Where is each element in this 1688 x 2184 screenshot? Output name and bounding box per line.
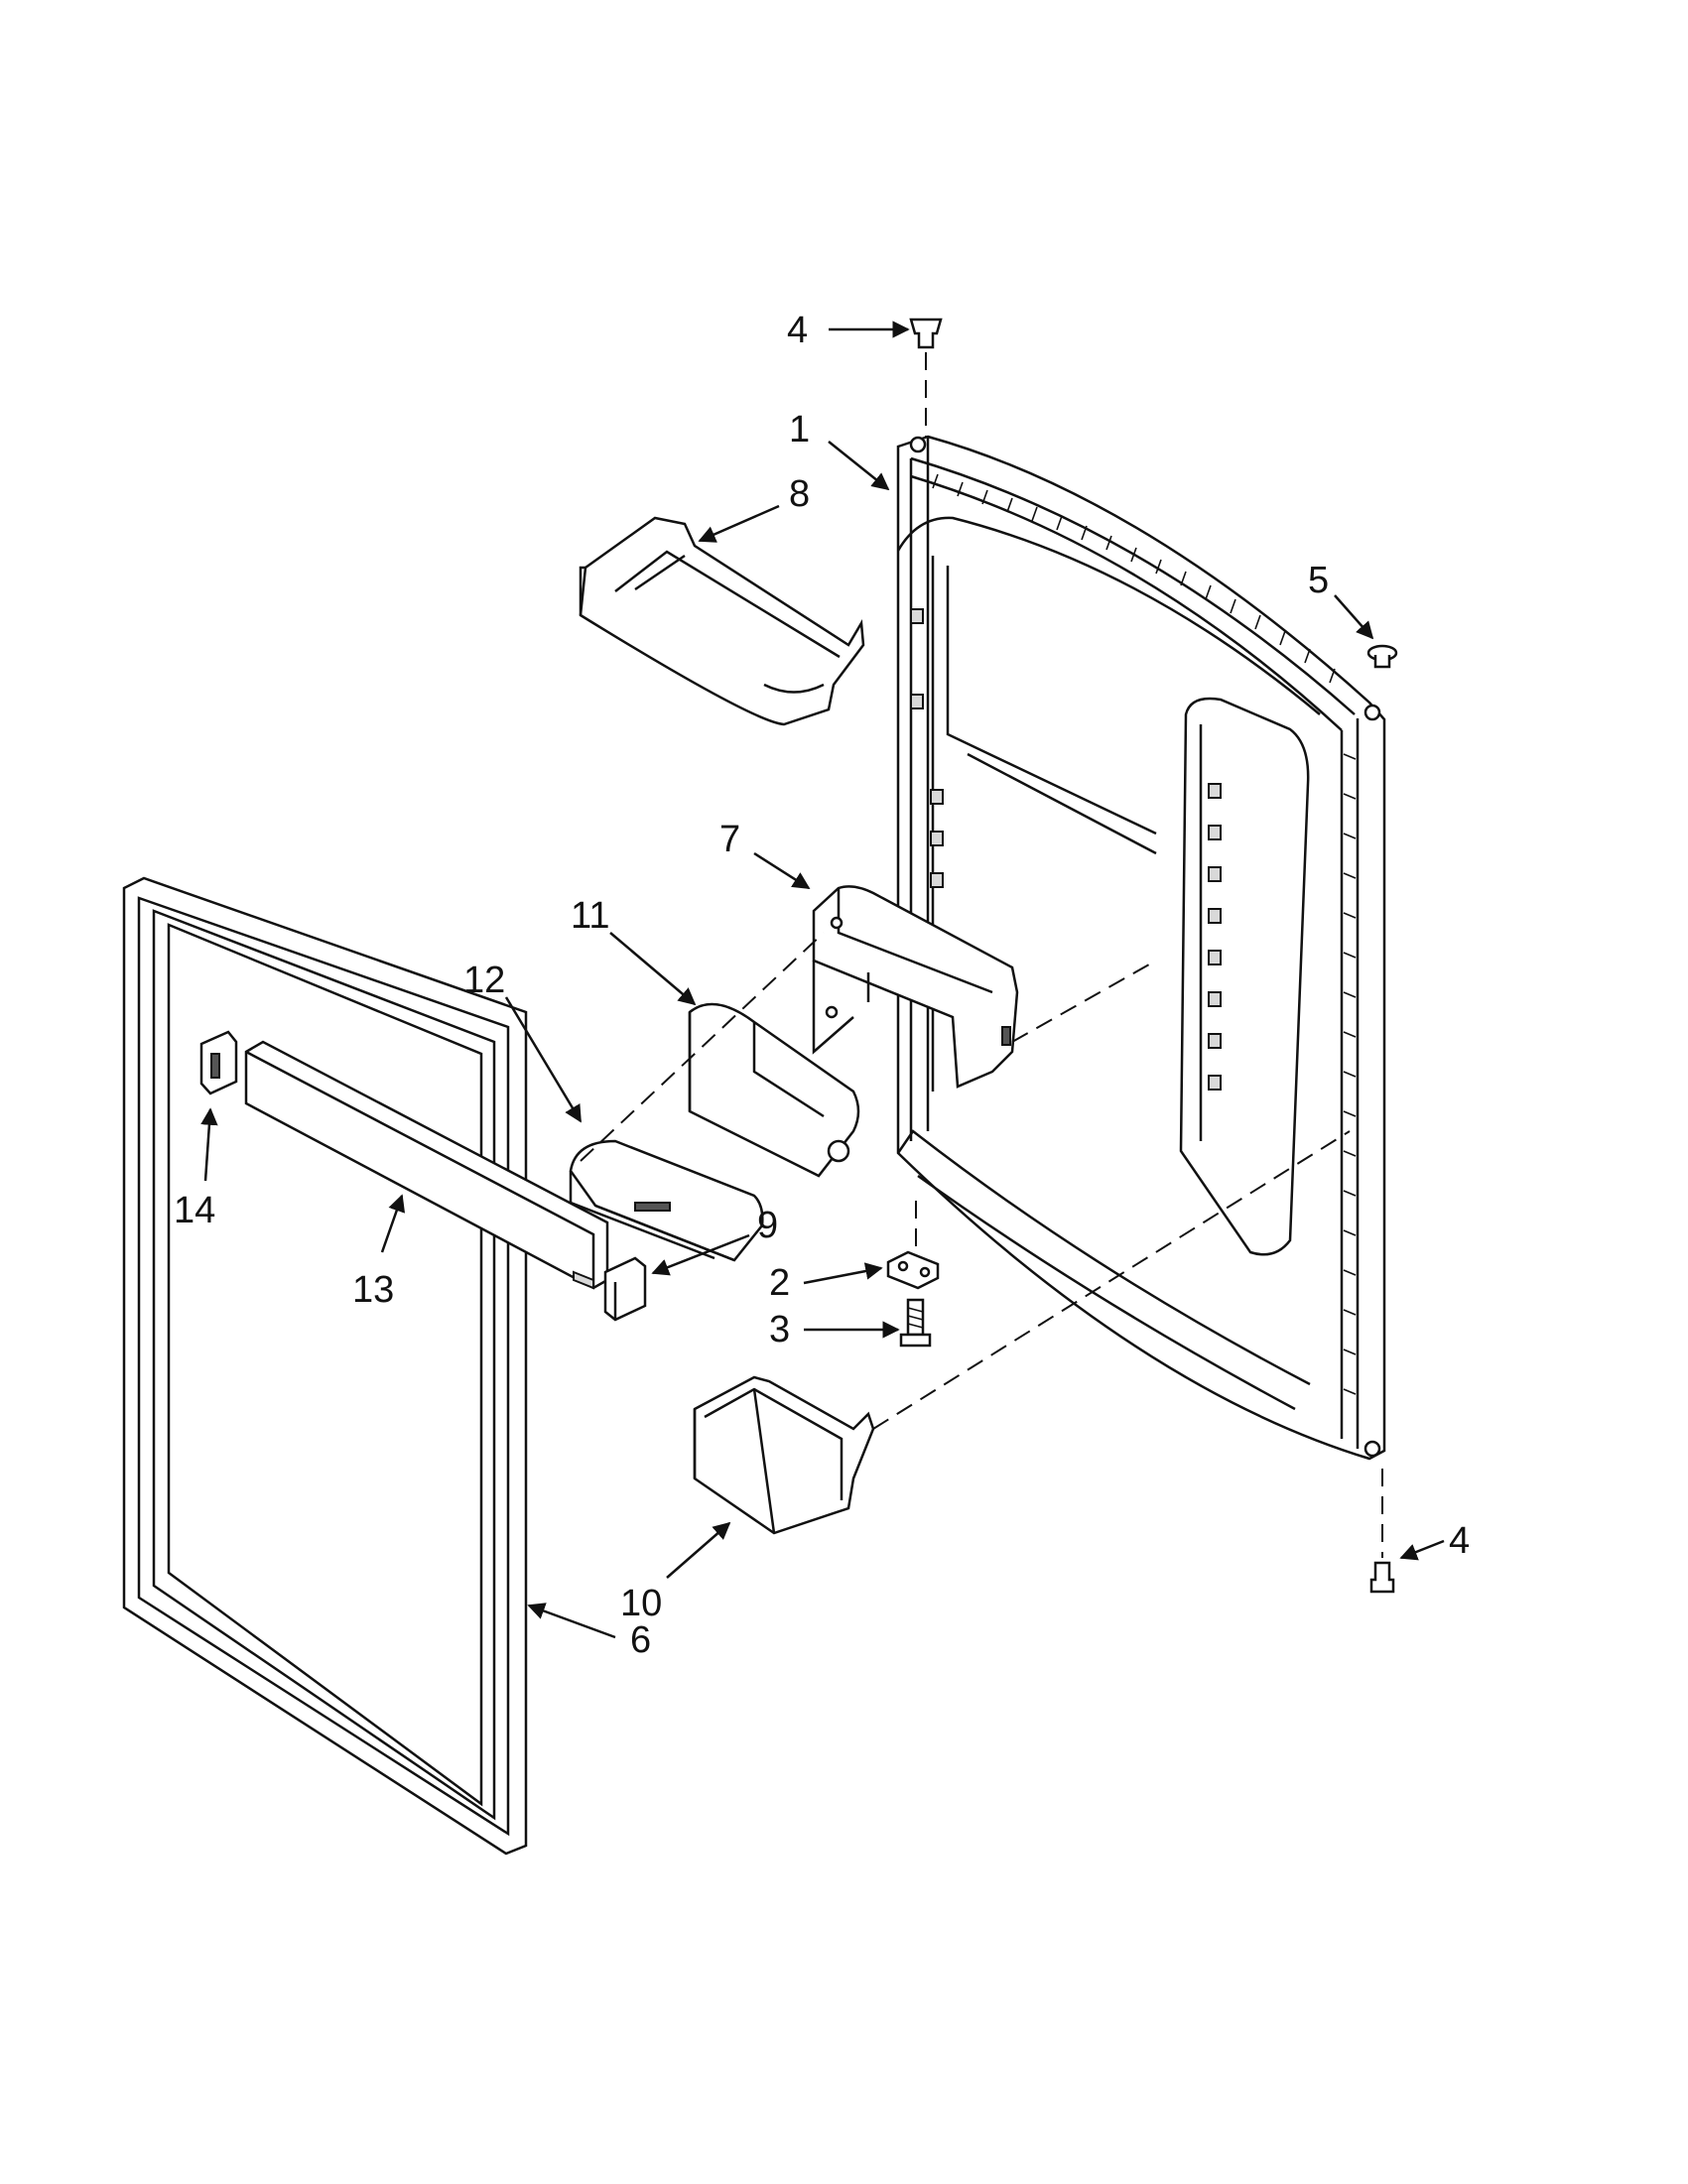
callout-10: 10 <box>620 1583 662 1624</box>
hole-plug <box>1366 644 1398 669</box>
callout-5: 5 <box>1308 560 1329 601</box>
door-panel <box>896 435 1386 1461</box>
leader-lines <box>200 321 1445 1639</box>
door-bin-lower <box>693 1375 875 1535</box>
callout-7: 7 <box>719 819 740 860</box>
callout-6: 6 <box>630 1619 651 1661</box>
callout-11: 11 <box>571 895 609 937</box>
callout-1: 1 <box>789 409 810 450</box>
callout-4-top: 4 <box>787 310 808 351</box>
door-bin-upper <box>579 516 865 726</box>
end-cap-right <box>603 1256 647 1322</box>
shelf-bracket <box>812 885 1019 1089</box>
door-gasket <box>122 876 528 1856</box>
hinge-plate <box>886 1201 940 1290</box>
callout-2: 2 <box>769 1262 790 1304</box>
callout-13: 13 <box>352 1269 394 1311</box>
end-cap-left <box>199 1030 238 1095</box>
callout-8: 8 <box>789 473 810 515</box>
callout-labels: 4 1 8 5 7 11 12 14 13 9 2 3 4 10 6 <box>174 310 1470 1661</box>
dairy-bin <box>688 1002 860 1178</box>
hinge-pin-top <box>909 318 943 437</box>
callout-3: 3 <box>769 1309 790 1350</box>
callout-12: 12 <box>463 960 505 1001</box>
callout-14: 14 <box>174 1190 215 1231</box>
hinge-pin-bottom <box>1369 1469 1395 1594</box>
callout-9: 9 <box>757 1205 778 1246</box>
assembly-guide-lines <box>580 932 1351 1430</box>
hinge-screw <box>899 1298 932 1348</box>
callout-4-bottom: 4 <box>1449 1520 1470 1562</box>
